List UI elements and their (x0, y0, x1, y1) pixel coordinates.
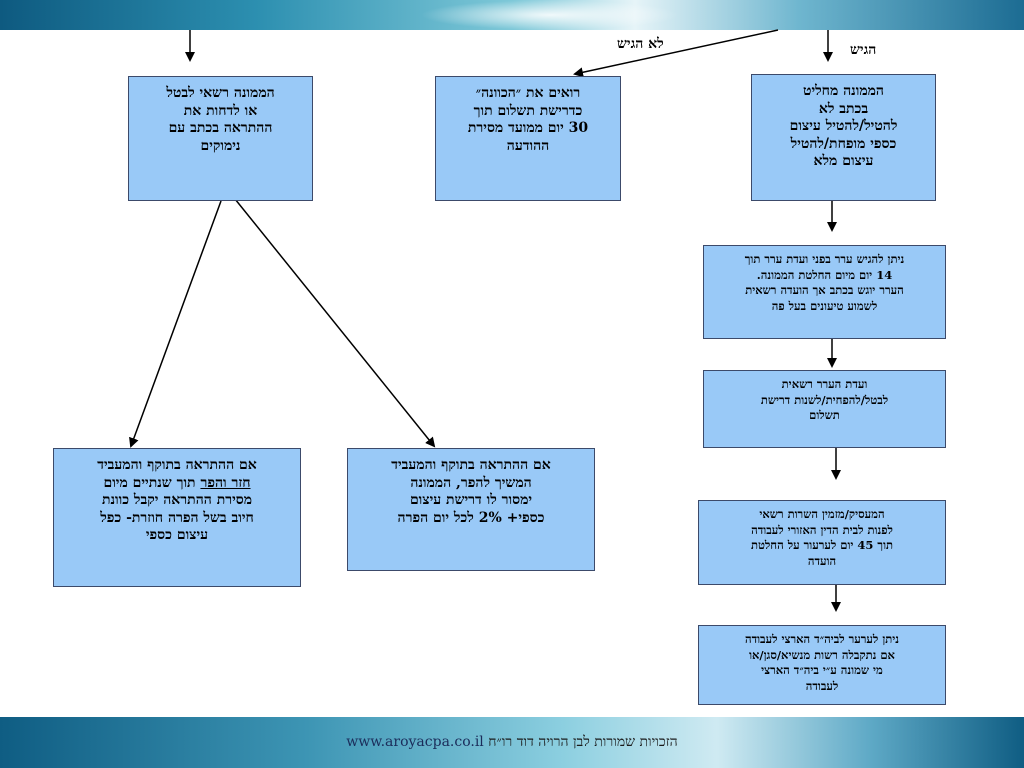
box-line: המעסיק/מזמין השרות רשאי (759, 507, 885, 521)
box-supervisor-decides: הממונה מחליט בכתב לא להטיל/להטיל עיצום כ… (751, 74, 936, 201)
box-line: מסירת ההתראה יקבל כוונת (101, 492, 253, 508)
edge-label-not-submitted: לא הגיש (617, 36, 664, 52)
box-line: כדרישת תשלום תוך (473, 102, 583, 119)
box-appeal-committee: ניתן להגיש ערר בפני ועדת ערר תוך 14 יום … (703, 245, 946, 339)
box-repeat-violation: אם ההתראה בתוקף והמעביד חזר והפר תוך שנת… (53, 448, 301, 587)
box-line: רואים את ״הכוונה״ (475, 85, 581, 101)
box-line: חזר והפר תוך שנתיים מיום (60, 475, 294, 493)
box-line: עיצום כספי (145, 527, 209, 543)
box-supervisor-cancel: הממונה רשאי לבטל או לדחות את ההתראה בכתב… (128, 76, 313, 201)
box-line: או לדחות את (183, 102, 258, 119)
box-line: אם נתקבלה רשות מנשיא/סגן/או (749, 647, 895, 662)
box-line: כספי+ 2% לכל יום הפרה (397, 509, 545, 526)
box-line: 14 יום מיום החלטת הממונה. (756, 267, 893, 282)
arrow-to-continues (234, 198, 436, 448)
box-line: ועדת הערר רשאית (781, 377, 868, 391)
box-line: לבטל/להפחית/לשנות דרישת (760, 392, 889, 407)
repeat-violation-underlined: חזר והפר (200, 474, 251, 491)
box-line: הממונה מחליט (803, 83, 884, 99)
box-line: מי שמונה ע״י ביה״ד הארצי (761, 663, 883, 678)
arrow-to-repeat (129, 200, 222, 448)
box-line: אם ההתראה בתוקף והמעביד (97, 457, 257, 473)
box-line: אם ההתראה בתוקף והמעביד (391, 457, 551, 473)
box-line: חיוב בשל הפרה חוזרת- כפל (100, 509, 254, 526)
box-line: נימוקים (200, 137, 241, 154)
box-seen-as-intent: רואים את ״הכוונה״ כדרישת תשלום תוך 30 יו… (435, 76, 621, 201)
edge-label-submitted: הגיש (850, 42, 877, 58)
box-line: בכתב לא (818, 100, 869, 117)
box-line: תוך 45 יום לערעור על החלטת (750, 538, 894, 553)
top-band-glow (420, 0, 680, 30)
repeat-violation-rest: תוך שנתיים מיום (103, 474, 201, 491)
box-continues-violation: אם ההתראה בתוקף והמעביד המשיך להפר, הממו… (347, 448, 595, 571)
box-line: להטיל/להטיל עיצום (789, 118, 898, 134)
box-committee-decision: ועדת הערר רשאית לבטל/להפחית/לשנות דרישת … (703, 370, 946, 448)
footer: www.aroyacpa.co.il הזכויות שמורות לבן הר… (0, 734, 1024, 751)
footer-rights: הזכויות שמורות לבן הרויה דוד רו״ח (488, 734, 678, 750)
box-line: לשמוע טיעונים בעל פה (771, 298, 878, 313)
box-line: הועדה (807, 553, 837, 568)
box-line: לפנות לבית הדין האזורי לעבודה (751, 522, 893, 537)
box-line: ההודעה (506, 137, 550, 154)
arrow-not-submitted (573, 29, 779, 78)
box-line: כספי מופחת/להטיל (790, 135, 897, 152)
footer-site: www.aroyacpa.co.il (346, 734, 484, 750)
box-line: ימסור לו דרישת עיצום (409, 492, 533, 508)
box-line: הממונה רשאי לבטל (166, 85, 275, 101)
box-line: 30 יום ממועד מסירת (467, 120, 589, 136)
box-line: עיצום מלא (813, 153, 874, 169)
box-regional-court: המעסיק/מזמין השרות רשאי לפנות לבית הדין … (698, 500, 946, 585)
bottom-decorative-band (0, 717, 1024, 768)
box-line: ניתן לערער לביה״ד הארצי לעבודה (744, 632, 900, 646)
box-line: ההתראה בכתב עם (168, 120, 273, 136)
top-decorative-band (0, 0, 1024, 30)
box-line: הערר יוגש בכתב אך הועדה רשאית (745, 283, 904, 298)
box-line: לעבודה (805, 678, 839, 693)
box-line: המשיך להפר, הממונה (410, 474, 532, 491)
box-line: ניתן להגיש ערר בפני ועדת ערר תוך (744, 252, 905, 266)
box-line: תשלום (809, 408, 840, 423)
box-national-court: ניתן לערער לביה״ד הארצי לעבודה אם נתקבלה… (698, 625, 946, 705)
